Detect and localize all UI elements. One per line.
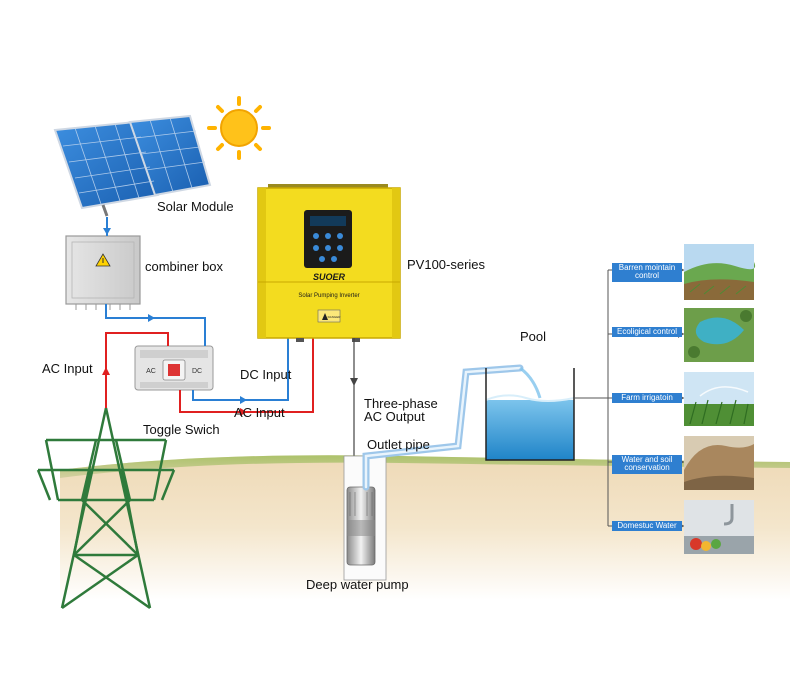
deep-water-pump-icon <box>346 486 376 566</box>
photo-barren-mountain <box>684 244 756 300</box>
ac-arrows <box>102 367 247 416</box>
application-label-barren-mountain: Barren mointain control <box>612 263 682 282</box>
photo-farm <box>684 372 754 426</box>
switch-left-text: AC <box>146 368 156 375</box>
inverter-series-label: PV100-series <box>407 257 486 272</box>
pool-label: Pool <box>520 329 547 344</box>
photo-ecological <box>684 308 754 362</box>
combiner-box-icon <box>65 235 141 310</box>
three-phase-label: Three-phase <box>364 396 438 411</box>
inverter-brand: SUOER <box>313 272 346 282</box>
application-label-soil: Water and soil conservation <box>612 455 682 474</box>
dc-input-label: DC Input <box>240 367 292 382</box>
application-label-farm: Farm irrigatoin <box>612 393 682 404</box>
dc-arrows <box>103 228 247 404</box>
outlet-pipe-label: Outlet pipe <box>367 437 430 452</box>
photo-soil <box>684 436 754 490</box>
photo-domestic <box>684 500 754 554</box>
inverter-device: SUOER Solar Pumping Inverter DANGER <box>257 184 401 342</box>
solar-module-icon <box>53 114 212 217</box>
inverter-warning: DANGER <box>328 315 342 319</box>
power-tower-icon <box>36 407 176 610</box>
ac-output-label: AC Output <box>364 409 425 424</box>
sun-icon <box>207 96 271 160</box>
deep-water-pump-label: Deep water pump <box>306 577 409 592</box>
application-label-domestic: Domestuc Water <box>612 521 682 532</box>
ac-input-left-label: AC Input <box>42 361 93 376</box>
combiner-box-label: combiner box <box>145 259 224 274</box>
application-label-ecological: Ecoligical control <box>612 327 682 338</box>
outlet-pipe <box>362 364 524 491</box>
ac-input-mid-label: AC Input <box>234 405 285 420</box>
solar-module-label: Solar Module <box>157 199 234 214</box>
switch-right-text: DC <box>192 368 202 375</box>
toggle-switch-icon: AC DC <box>134 345 214 391</box>
pool-icon <box>485 366 575 461</box>
inverter-title: Solar Pumping Inverter <box>298 293 359 299</box>
toggle-switch-label: Toggle Swich <box>143 422 220 437</box>
